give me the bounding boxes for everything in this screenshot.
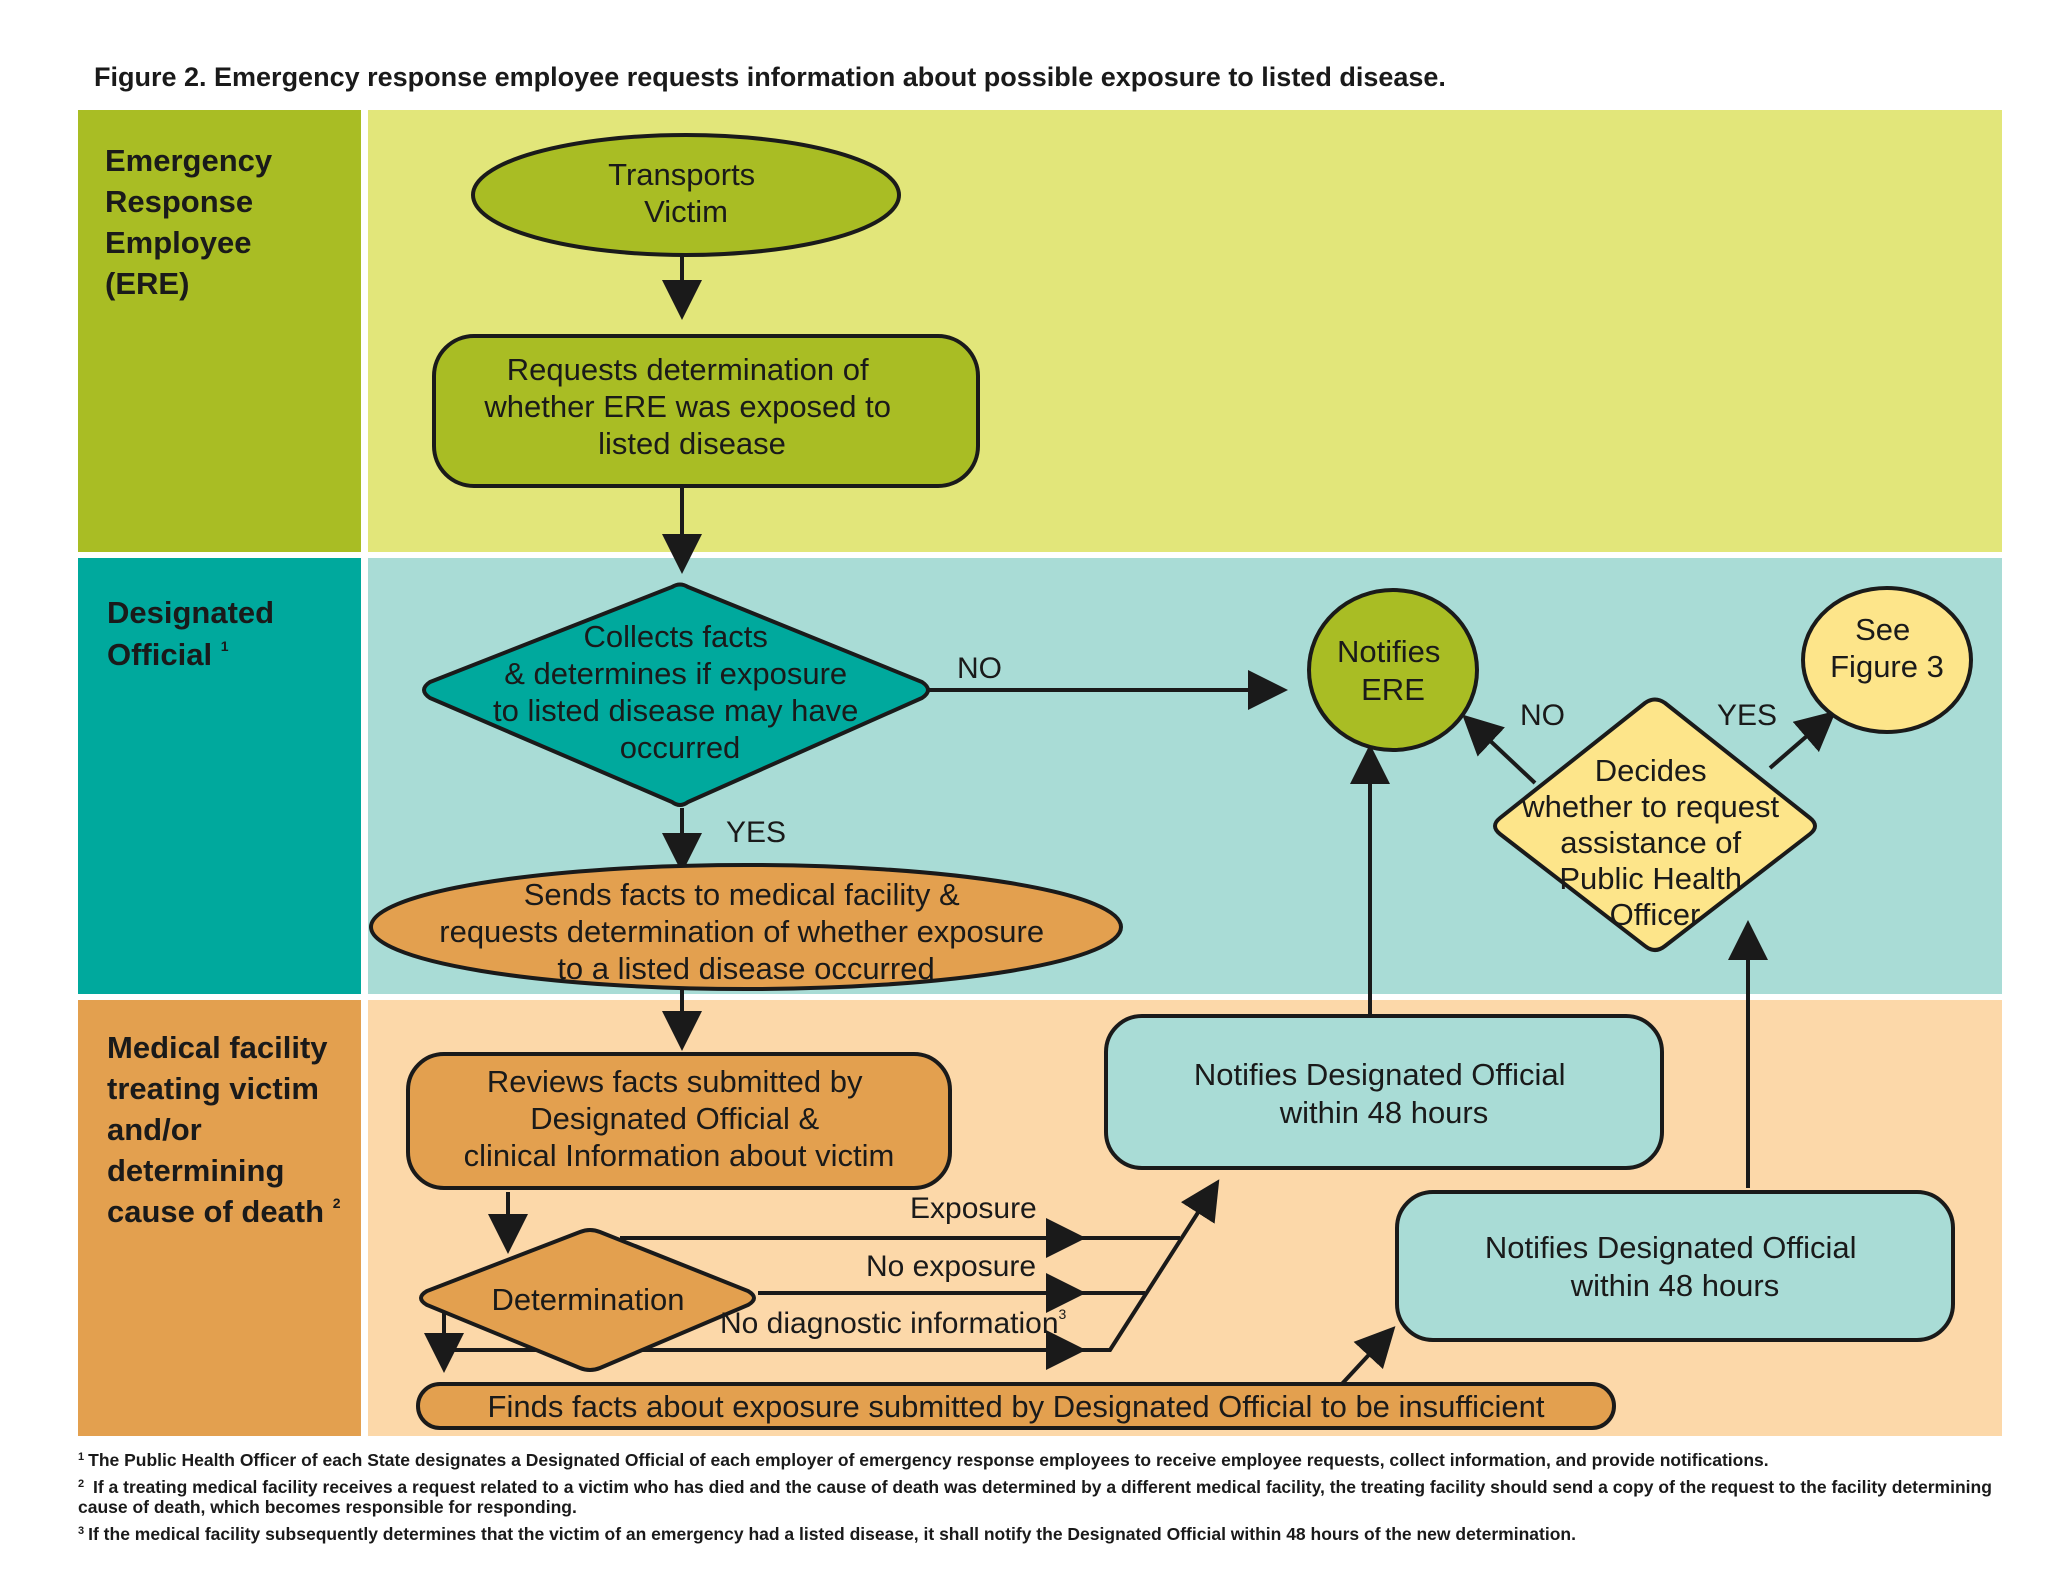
node-sends-facts: Sends facts to medical facility & reques… (369, 863, 1123, 991)
med-lane-label-line: Medical facility (107, 1030, 328, 1065)
node-collects-facts: Collects facts & determines if exposure … (422, 582, 930, 807)
edge-label-exposure: Exposure (910, 1192, 1037, 1225)
node-text: Collects facts & determines if exposure … (493, 619, 867, 765)
node-text: See Figure 3 (1830, 612, 1944, 684)
node-text: Notifies ERE (1337, 634, 1449, 707)
footnote-marker: 2 (78, 1478, 85, 1490)
node-text-line: Figure 3 (1830, 649, 1944, 684)
node-text-line: occurred (620, 730, 741, 765)
edge-label-yes: YES (726, 816, 786, 849)
node-text-line: See (1855, 612, 1910, 647)
edge-label-no: NO (1520, 699, 1565, 732)
node-see-figure-3: See Figure 3 (1801, 586, 1973, 734)
footnote-text: The Public Health Officer of each State … (88, 1450, 1769, 1470)
footnote-marker: 1 (221, 638, 229, 654)
edge-label-no-diagnostic-text: No diagnostic information (720, 1307, 1059, 1340)
node-text-line: listed disease (598, 426, 786, 461)
node-text-line: Notifies Designated Official (1485, 1230, 1857, 1265)
node-decides-assistance: Decides whether to request assistance of… (1493, 697, 1817, 952)
node-text-line: Notifies Designated Official (1194, 1057, 1566, 1092)
edge-label-yes: YES (1717, 699, 1777, 732)
node-text-line: Victim (644, 194, 728, 229)
node-reviews-facts: Reviews facts submitted by Designated Of… (406, 1052, 952, 1190)
footnote-item: 2 If a treating medical facility receive… (78, 1474, 1998, 1517)
node-text-line: Reviews facts submitted by (487, 1064, 863, 1099)
node-text-line: & determines if exposure (504, 656, 847, 691)
node-text-line: Transports (608, 157, 755, 192)
ere-lane-label-bg (78, 110, 361, 552)
node-requests-determination: Requests determination of whether ERE wa… (432, 334, 980, 488)
footnote-marker: 3 (78, 1525, 85, 1537)
ere-lane-label-line: (ERE) (105, 266, 189, 301)
node-text-line: Finds facts about exposure submitted by … (488, 1389, 1545, 1424)
node-text: Sends facts to medical facility & reques… (439, 877, 1052, 986)
med-lane-label-line: and/or (107, 1112, 202, 1147)
footnote-marker: 2 (333, 1195, 341, 1211)
node-finds-facts-insufficient: Finds facts about exposure submitted by … (416, 1382, 1616, 1430)
edge-label-no-diagnostic: No diagnostic information3 (720, 1306, 1067, 1340)
node-text-line: Decides (1595, 753, 1707, 788)
edge-decides-no-to-notifies-ere (1462, 714, 1537, 785)
do-lane-label-line: Designated (107, 595, 274, 630)
do-lane-label-bg (78, 558, 361, 994)
med-lane-label: Medical facility treating victim and/or … (107, 1030, 341, 1229)
node-text: Notifies Designated Official within 48 h… (1194, 1057, 1574, 1130)
node-notifies-ere: Notifies ERE (1307, 588, 1479, 752)
node-text-line: Officer (1610, 897, 1701, 932)
footnote-text: If the medical facility subsequently det… (88, 1524, 1576, 1544)
node-text-line: to a listed disease occurred (557, 951, 934, 986)
ere-lane-label: Emergency Response Employee (ERE) (105, 143, 281, 301)
node-text: Requests determination of whether ERE wa… (483, 352, 899, 461)
node-text-line: Public Health (1559, 861, 1742, 896)
do-lane-label-line: Official (107, 637, 212, 672)
do-lane-label: Designated Official 1 (107, 595, 283, 672)
node-text-line: clinical Information about victim (464, 1138, 895, 1173)
med-lane-label-line: cause of death (107, 1194, 324, 1229)
node-text-line: within 48 hours (1279, 1095, 1489, 1130)
edge-insufficient-to-notifies-do-2 (1338, 1326, 1396, 1388)
flow-edges (424, 256, 1837, 1388)
node-text: Determination (492, 1282, 685, 1317)
figure-title: Figure 2. Emergency response employee re… (94, 62, 1446, 92)
node-determination: Determination (419, 1228, 756, 1372)
node-notifies-do-1: Notifies Designated Official within 48 h… (1104, 1014, 1664, 1170)
ere-lane-label-line: Employee (105, 225, 251, 260)
ere-lane-label-line: Emergency (105, 143, 273, 178)
node-text-line: Sends facts to medical facility & (524, 877, 960, 912)
med-lane-label-line: determining (107, 1153, 284, 1188)
node-text-line: ERE (1361, 672, 1425, 707)
node-text-line: assistance of (1560, 825, 1741, 860)
node-text-line: Notifies (1337, 634, 1440, 669)
footnote-marker: 3 (1059, 1306, 1067, 1322)
node-text-line: Collects facts (584, 619, 768, 654)
node-text: Transports Victim (608, 157, 764, 229)
node-text: Decides whether to request assistance of… (1521, 753, 1787, 932)
node-text-line: to listed disease may have (493, 693, 858, 728)
node-text-line: Requests determination of (507, 352, 869, 387)
node-text: Notifies Designated Official within 48 h… (1485, 1230, 1865, 1303)
edge-merge-to-notifies-do (1078, 1179, 1220, 1352)
node-text-line: within 48 hours (1570, 1268, 1780, 1303)
flowchart-diagram: Emergency Response Employee (ERE) Design… (78, 110, 2002, 1436)
footnote-marker: 1 (78, 1451, 85, 1463)
node-text-line: Determination (492, 1282, 685, 1317)
ere-lane-label-line: Response (105, 184, 253, 219)
med-lane-label-bg (78, 1000, 361, 1436)
node-text-line: whether ERE was exposed to (483, 389, 891, 424)
edge-label-no: NO (957, 652, 1002, 685)
node-text: Reviews facts submitted by Designated Of… (464, 1064, 895, 1173)
node-transports-victim: Transports Victim (471, 133, 901, 257)
node-text-line: requests determination of whether exposu… (439, 914, 1044, 949)
edge-label-no-exposure: No exposure (866, 1250, 1036, 1283)
node-text-line: whether to request (1521, 789, 1779, 824)
node-text-line: Designated Official & (530, 1101, 819, 1136)
node-text: Finds facts about exposure submitted by … (488, 1389, 1545, 1424)
footnote-text: If a treating medical facility receives … (78, 1477, 1992, 1517)
node-notifies-do-2: Notifies Designated Official within 48 h… (1395, 1190, 1955, 1342)
med-lane-label-line: treating victim (107, 1071, 319, 1106)
edge-decides-yes-to-see-fig3 (1768, 710, 1837, 770)
